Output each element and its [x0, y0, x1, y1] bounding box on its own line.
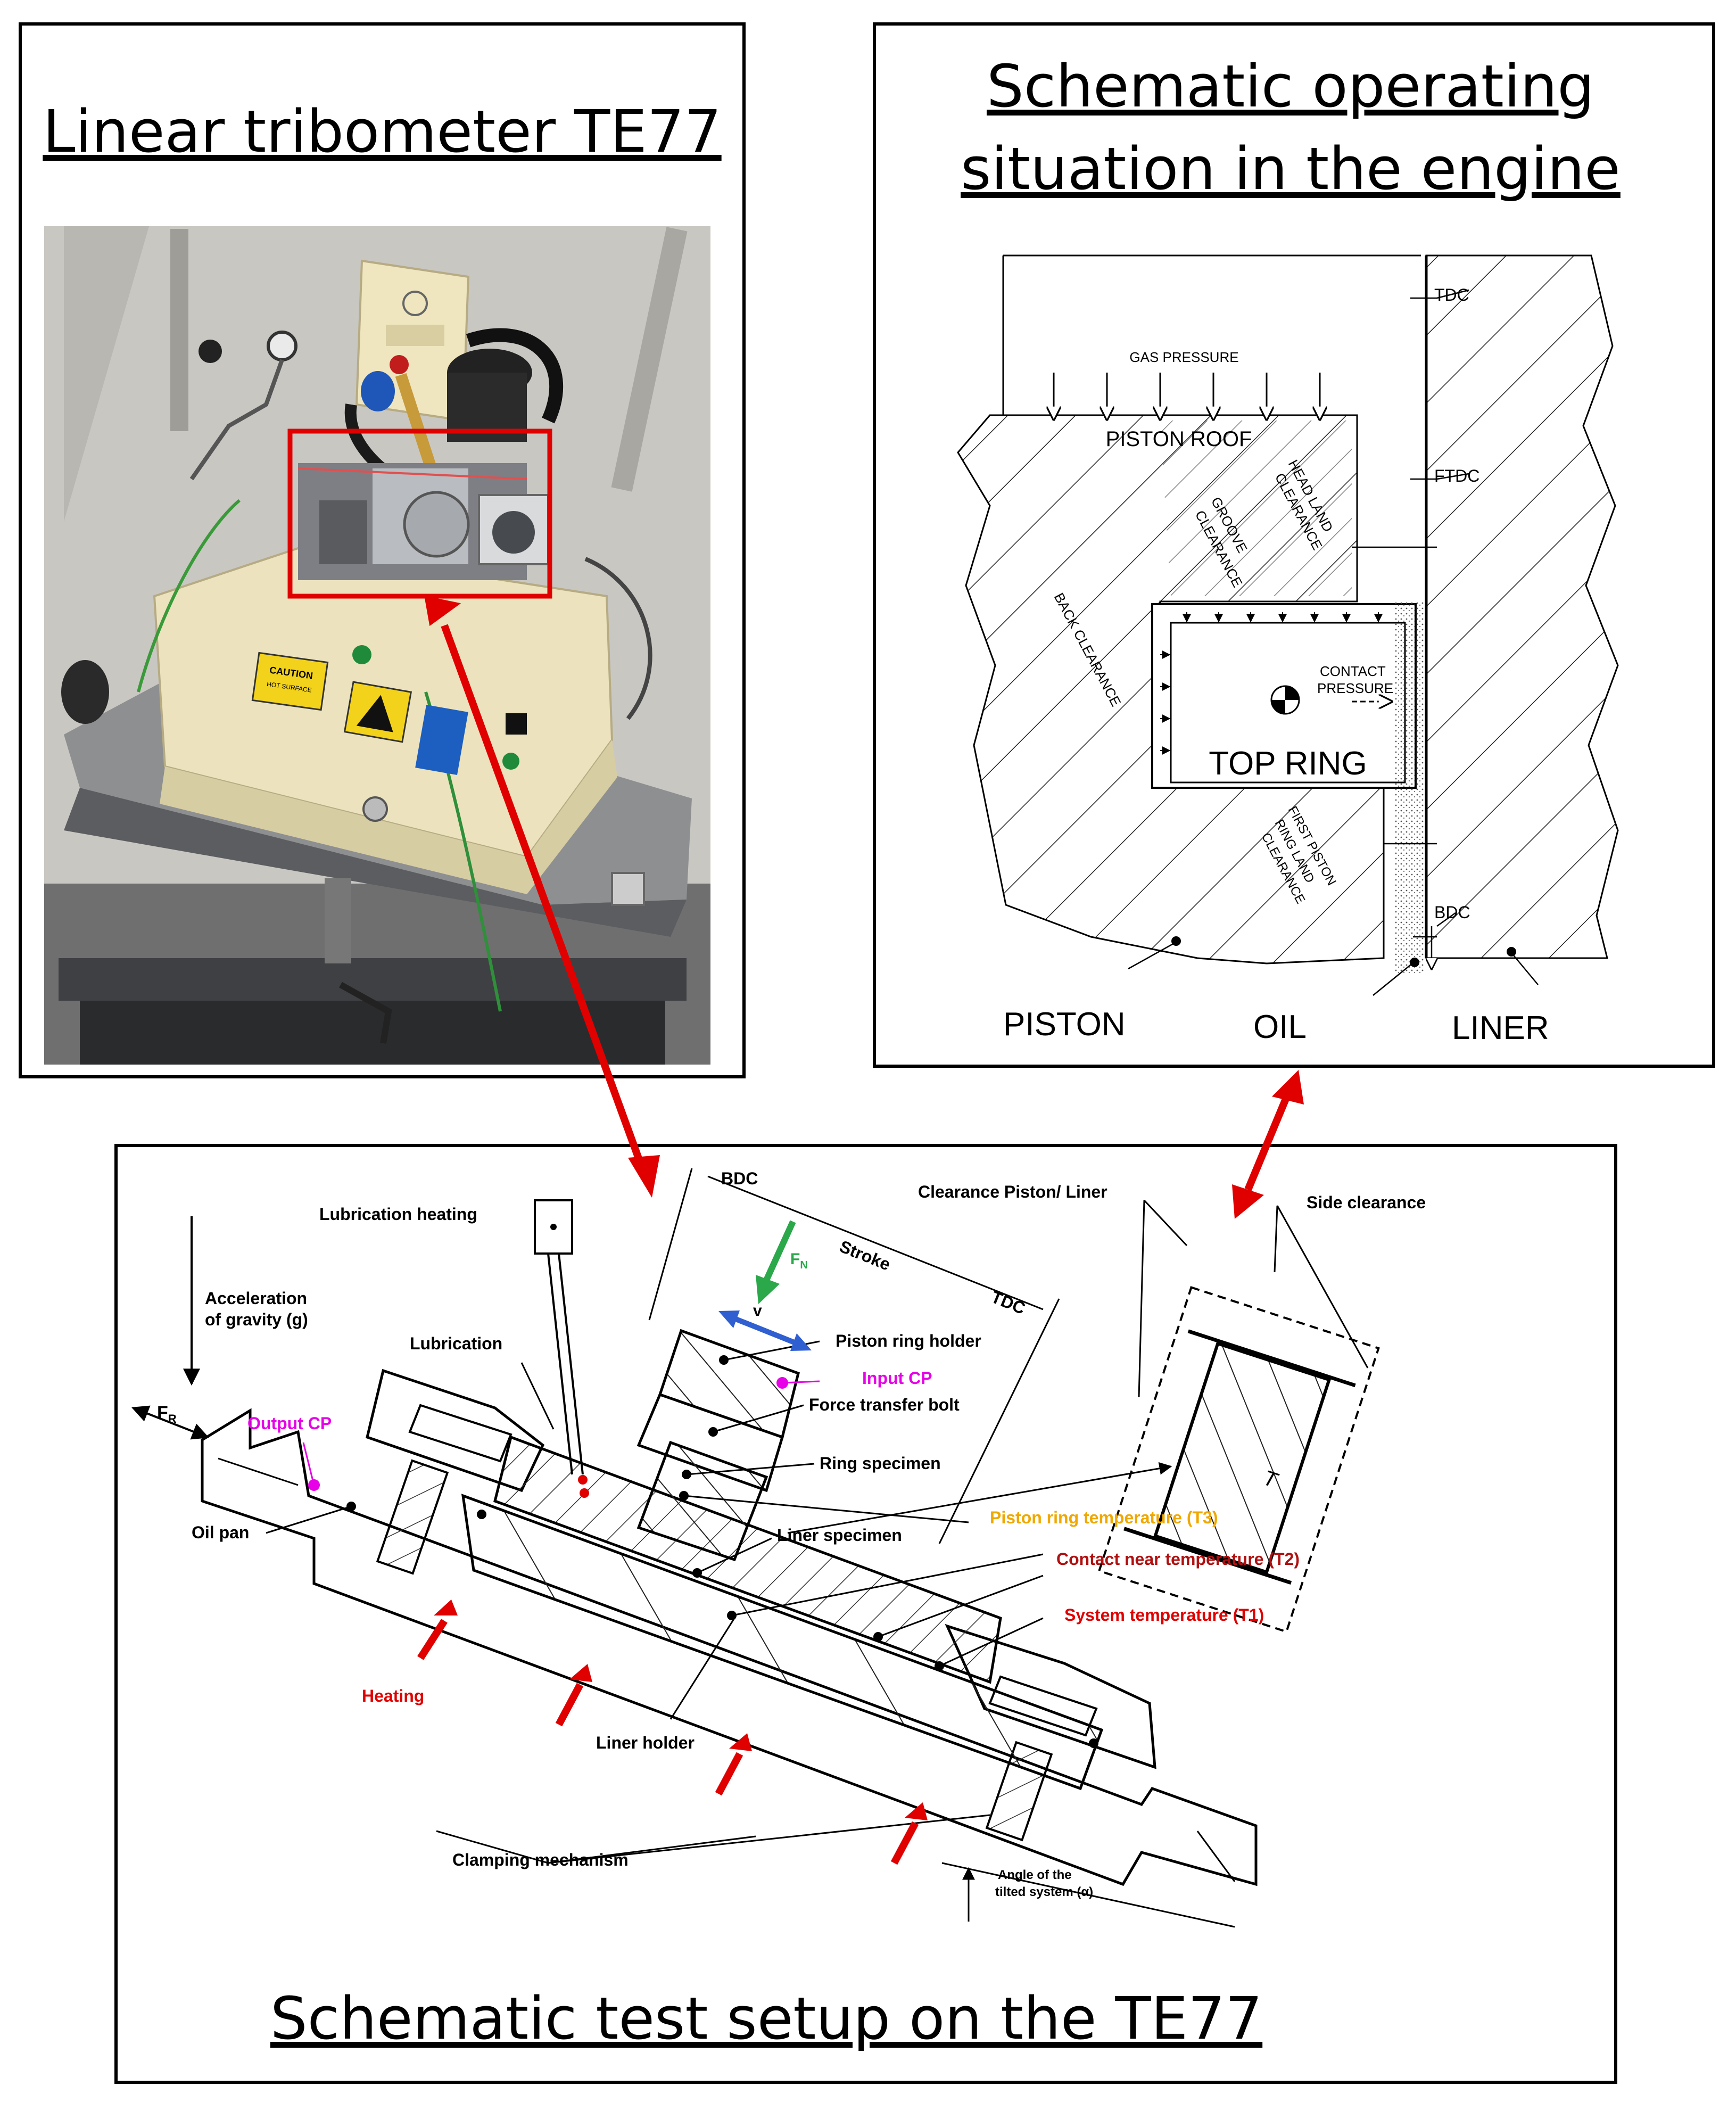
- clearance-inset: T: [1097, 1286, 1380, 1634]
- setup-schematic: T Lubrication heating Acceleration of gr…: [131, 1168, 1426, 1928]
- liner-holder: [461, 1494, 1104, 1791]
- velocity-label: v: [753, 1302, 762, 1320]
- top-ring-label: TOP RING: [1209, 745, 1367, 782]
- gas-pressure-arrows: [1054, 373, 1320, 419]
- clearance-piston-liner-label: Clearance Piston/ Liner: [918, 1182, 1107, 1201]
- engine-panel-title-line1: Schematic operating: [987, 52, 1594, 120]
- engine-ftdc-label: FTDC: [1434, 466, 1479, 485]
- contact-pressure-label-2: PRESSURE: [1317, 680, 1393, 696]
- left-clamp-bolt: [376, 1459, 449, 1575]
- output-cp-label: Output CP: [247, 1414, 332, 1433]
- normal-force-arrow: [763, 1220, 796, 1282]
- tribometer-photo: CAUTION HOT SURFACE: [44, 226, 710, 1065]
- piston-label: PISTON: [1003, 1006, 1126, 1043]
- liner-label: LINER: [1452, 1010, 1549, 1046]
- contact-pressure-label-1: CONTACT: [1320, 663, 1386, 679]
- setup-bdc-label: BDC: [721, 1169, 758, 1188]
- lubrication-drop: [580, 1488, 589, 1498]
- liner-specimen: [493, 1435, 1002, 1684]
- angle-label-2: tilted system (α): [995, 1885, 1093, 1899]
- liner-holder-label: Liner holder: [596, 1733, 695, 1752]
- engine-bdc-label: BDC: [1434, 903, 1470, 922]
- photo-to-setup-arrow: [441, 624, 645, 1167]
- gravity-label-1: Acceleration: [205, 1289, 307, 1308]
- heating-arrows: [417, 1600, 928, 1865]
- velocity-arrow: [731, 1315, 799, 1347]
- gravity-label-2: of gravity (g): [205, 1310, 308, 1329]
- friction-force-arrow: [131, 1405, 209, 1440]
- warning-triangle-icon: [356, 695, 393, 732]
- lubrication-heating-label: Lubrication heating: [319, 1205, 477, 1224]
- normal-force-label: FN: [790, 1250, 808, 1271]
- photo-panel: Linear tribometer TE77: [19, 22, 746, 1078]
- angle-label-1: Angle of the: [998, 1868, 1072, 1882]
- clamping-mechanism-label: Clamping mechanism: [452, 1850, 629, 1869]
- photo-panel-title: Linear tribometer TE77: [43, 97, 721, 166]
- friction-force-label: FR: [157, 1403, 177, 1425]
- contact-near-temperature-label: Contact near temperature (T2): [1056, 1549, 1300, 1569]
- setup-panel: Schematic test setup on the TE77: [114, 1144, 1617, 2084]
- piston-roof-label: PISTON ROOF: [1106, 427, 1252, 451]
- lubrication-label: Lubrication: [410, 1334, 502, 1353]
- liner-specimen-label: Liner specimen: [777, 1526, 902, 1545]
- gas-pressure-label: GAS PRESSURE: [1129, 349, 1238, 365]
- oil-pan-frame: [201, 1408, 1258, 1886]
- piston-ring-holder-label: Piston ring holder: [836, 1331, 981, 1350]
- oil-film: [1394, 601, 1424, 974]
- oil-label: OIL: [1253, 1009, 1307, 1045]
- highlight-box: [287, 428, 552, 599]
- center-of-mass-icon: [1270, 685, 1300, 715]
- engine-tdc-label: TDC: [1434, 285, 1469, 304]
- oil-pan-label: Oil pan: [192, 1523, 249, 1542]
- setup-panel-title: Schematic test setup on the TE77: [270, 1984, 1262, 2052]
- engine-schematic: TDC FTDC BDC GAS PRESSURE PISTON ROOF HE…: [957, 254, 1619, 1046]
- side-clearance-label: Side clearance: [1307, 1193, 1426, 1212]
- ring-specimen: [636, 1440, 768, 1562]
- heating-label: Heating: [362, 1686, 424, 1705]
- connector-arrows: [424, 596, 1304, 1219]
- ring-specimen-label: Ring specimen: [820, 1454, 941, 1473]
- force-transfer-bolt-label: Force transfer bolt: [809, 1395, 960, 1414]
- engine-panel-title-line2: situation in the engine: [961, 135, 1621, 203]
- caution-sign: CAUTION HOT SURFACE: [251, 652, 329, 711]
- piston-ring-temperature-label: Piston ring temperature (T3): [990, 1508, 1218, 1527]
- liner-body: [1425, 254, 1619, 959]
- lubrication-drop: [578, 1475, 588, 1485]
- input-cp-label: Input CP: [862, 1369, 932, 1388]
- engine-panel: Schematic operating situation in the eng…: [873, 22, 1715, 1068]
- system-temperature-label: System temperature (T1): [1064, 1605, 1264, 1625]
- engine-to-setup-arrow: [1244, 1092, 1292, 1191]
